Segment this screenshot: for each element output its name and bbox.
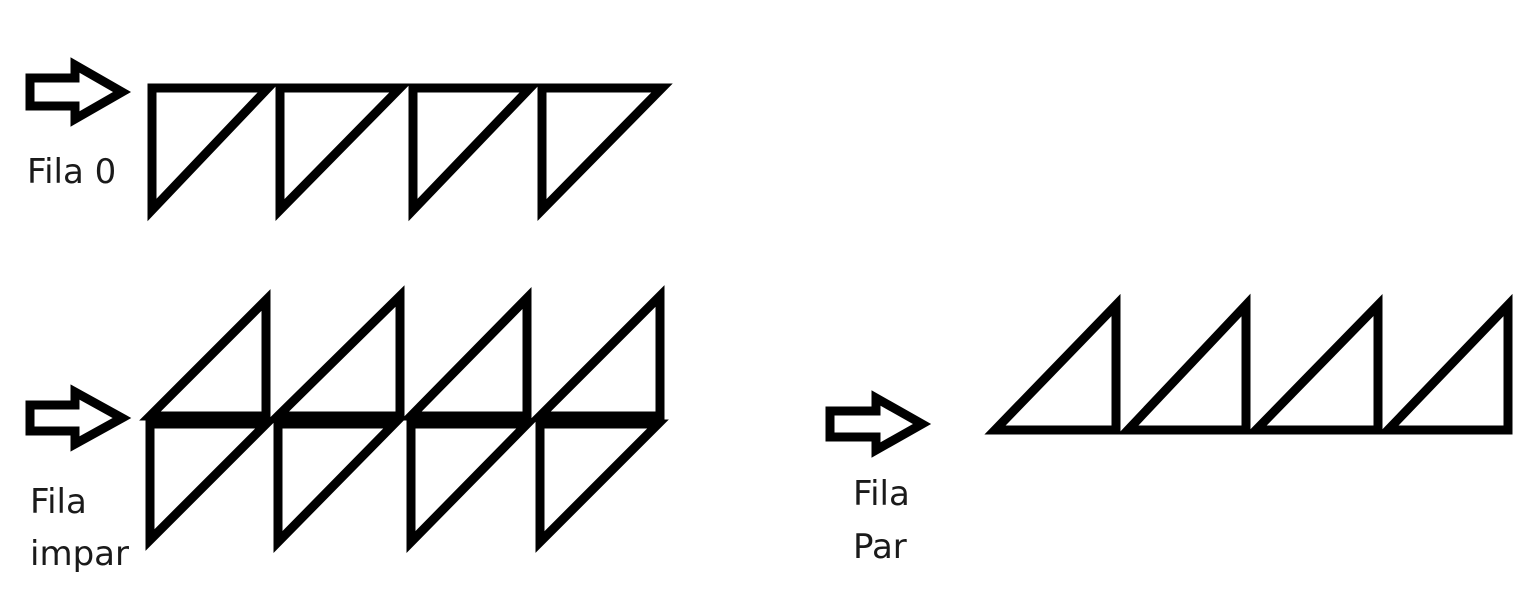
row-odd-upper-triangle-3	[400, 287, 532, 421]
row-even-label-line2: Par	[853, 527, 907, 567]
row-0-triangle-1	[147, 83, 279, 222]
row-0-triangle-4	[537, 83, 673, 221]
row-odd-lower-triangle-3	[406, 419, 538, 553]
row-even-triangle-4	[1377, 293, 1513, 435]
row-odd-label-line2: impar	[30, 534, 129, 574]
row-odd-arrow-icon	[25, 384, 132, 452]
row-0-group: Fila 0	[25, 57, 673, 222]
row-even-label-line1: Fila	[853, 474, 910, 514]
row-odd-upper-triangle-2	[267, 285, 405, 421]
row-odd-lower-triangle-4	[535, 419, 669, 553]
row-even-triangle-1	[984, 293, 1121, 435]
row-0-arrow-icon	[25, 57, 132, 127]
row-odd-label-line1: Fila	[30, 482, 87, 522]
row-even-triangle-2	[1117, 293, 1251, 435]
row-odd-lower-triangle-1	[145, 419, 277, 551]
row-0-label: Fila 0	[27, 152, 116, 192]
row-0-triangle-3	[408, 83, 541, 222]
row-odd-upper-triangle-4	[529, 285, 665, 421]
row-even-triangle-3	[1245, 293, 1383, 435]
row-odd-lower-triangle-2	[273, 419, 405, 553]
row-odd-group: Fila impar	[25, 285, 669, 574]
row-0-triangle-2	[275, 83, 411, 221]
row-even-group: Fila Par	[825, 293, 1513, 567]
row-odd-upper-triangle-1	[139, 289, 271, 421]
row-even-arrow-icon	[825, 390, 932, 458]
